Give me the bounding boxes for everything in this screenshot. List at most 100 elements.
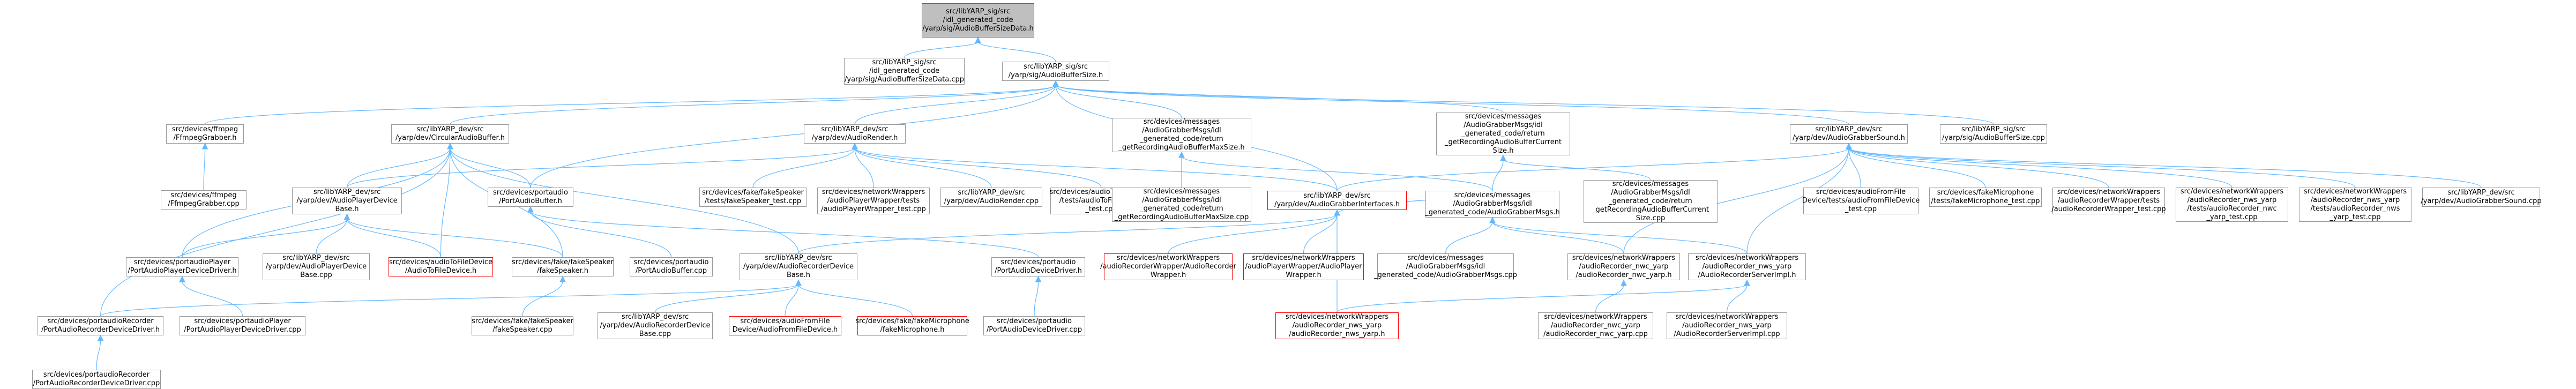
node-label-line: Size.cpp [1636, 214, 1666, 222]
graph-node[interactable]: src/libYARP_dev/src/yarp/dev/AudioRecord… [740, 253, 857, 280]
graph-node[interactable]: src/libYARP_dev/src/yarp/dev/AudioRender… [804, 124, 906, 144]
node-label-line: /yarp/dev/AudioPlayerDevice [265, 263, 367, 271]
graph-node[interactable]: src/devices/messages/AudioGrabberMsgs/id… [1112, 118, 1251, 152]
edge-n_grabif_h-to-n_render_h [854, 147, 1338, 191]
graph-node[interactable]: src/devices/messages/AudioGrabberMsgs/id… [1425, 191, 1560, 218]
node-label-line: src/devices/portaudio [1000, 258, 1076, 266]
edge-n_pa_buf_h-to-n_abs_h [530, 85, 1056, 188]
node-label-line: src/devices/fakeMicrophone [1937, 189, 2034, 197]
edge-arrowhead [852, 143, 858, 149]
edge-arrowhead [447, 143, 453, 149]
graph-node[interactable]: src/devices/networkWrappers/audioRecorde… [1538, 312, 1653, 339]
graph-node[interactable]: src/devices/networkWrappers/audioRecorde… [2051, 188, 2166, 214]
node-label-line: src/devices/networkWrappers [1252, 254, 1355, 262]
edge-n_playerdev_cpp-to-n_playerdev_h [316, 218, 348, 254]
edge-n_nwrec_test-to-n_grabsound_h [1848, 147, 2109, 188]
edge-n_aff_h-to-n_recdev_h [785, 284, 799, 317]
edge-n_nwsrv2_test-to-n_grabsound_h [1848, 147, 2356, 188]
graph-node[interactable]: src/libYARP_dev/src/yarp/dev/AudioGrabbe… [1267, 191, 1407, 210]
graph-node[interactable]: src/devices/messages/AudioGrabberMsgs/id… [1436, 113, 1570, 155]
graph-node[interactable]: src/libYARP_sig/src/yarp/sig/AudioBuffer… [1002, 62, 1109, 81]
edge-n_affd_test-to-n_grabsound_h [1848, 147, 1862, 188]
graph-node[interactable]: src/devices/networkWrappers/audioRecorde… [1100, 253, 1236, 280]
graph-node[interactable]: src/devices/ffmpeg/FfmpegGrabber.h [166, 124, 244, 144]
graph-node[interactable]: src/devices/portaudioRecorder/PortAudioR… [32, 370, 161, 389]
graph-node[interactable]: src/devices/fake/fakeSpeaker/fakeSpeaker… [472, 316, 573, 335]
node-label-line: /yarp/dev/AudioPlayerDevice [296, 197, 398, 205]
graph-node[interactable]: src/libYARP_dev/src/yarp/dev/AudioPlayer… [263, 253, 370, 280]
edge-arrowhead [1846, 143, 1852, 149]
edge-arrowhead [1334, 209, 1340, 216]
edge-n_srvimpl_h-to-n_grabsound_h [1746, 147, 1849, 254]
graph-node[interactable]: src/devices/ffmpeg/FfmpegGrabber.cpp [161, 190, 247, 210]
node-label-line: /yarp/dev/AudioGrabberSound.cpp [2421, 197, 2542, 205]
graph-node[interactable]: src/libYARP_sig/src/yarp/sig/AudioBuffer… [1940, 124, 2047, 144]
edge-n_playerdev_h-to-n_circ_h [346, 147, 451, 188]
graph-node[interactable]: src/devices/fake/fakeSpeaker/tests/fakeS… [699, 188, 807, 207]
graph-node[interactable]: src/libYARP_sig/src/idl_generated_code/y… [844, 58, 965, 85]
node-label-line: _getRecordingAudioBufferMaxSize.h [1118, 144, 1245, 152]
node-label-line: /tests/audioRecorder_nwc [2187, 205, 2277, 213]
graph-node[interactable]: src/libYARP_dev/src/yarp/dev/AudioRecord… [598, 312, 713, 339]
graph-node[interactable]: src/devices/fakeMicrophone/tests/fakeMic… [1929, 188, 2042, 207]
graph-node[interactable]: src/devices/networkWrappers/audioRecorde… [2299, 188, 2411, 222]
edge-arrowhead [1621, 279, 1627, 286]
graph-node[interactable]: src/libYARP_dev/src/yarp/dev/AudioGrabbe… [1790, 124, 1908, 144]
graph-node[interactable]: src/devices/messages/AudioGrabberMsgs/id… [1374, 253, 1517, 280]
node-label-line: /AudioGrabberMsgs/idl [1611, 189, 1690, 197]
graph-node[interactable]: src/libYARP_dev/src/yarp/dev/AudioRender… [940, 188, 1042, 207]
node-label-line: src/libYARP_sig/src [872, 58, 937, 66]
node-label-line: /PortAudioRecorderDeviceDriver.h [41, 326, 160, 334]
edge-n_fakemic_test-to-n_grabsound_h [1848, 147, 1986, 188]
node-label-line: /audioRecorder_nwc_yarp.cpp [1543, 330, 1648, 338]
graph-node[interactable]: src/devices/audioToFileDevice/AudioToFil… [389, 257, 493, 276]
node-label-line: _test.cpp [1845, 205, 1877, 213]
graph-node[interactable]: src/devices/portaudio/PortAudioBuffer.cp… [630, 257, 713, 276]
edge-n_paplayer_h-to-n_playerdev_h [182, 218, 348, 258]
node-label-line: /audioRecorder_nwc_yarp [1551, 321, 1640, 330]
graph-node[interactable]: src/devices/portaudio/PortAudioBuffer.h [488, 188, 573, 207]
node-label-line: /yarp/dev/AudioGrabberSound.h [1793, 134, 1905, 142]
graph-node[interactable]: src/devices/networkWrappers/audioPlayerW… [817, 188, 930, 214]
node-label-line: /PortAudioBuffer.cpp [635, 267, 707, 275]
graph-node[interactable]: src/devices/fake/fakeMicrophone/fakeMicr… [855, 316, 969, 335]
node-label-line: /fakeMicrophone.h [880, 326, 945, 334]
graph-node[interactable]: src/devices/portaudio/PortAudioDeviceDri… [991, 257, 1085, 276]
node-label-line: /audioRecorder_nws_yarp [1682, 321, 1772, 330]
edge-n_fakespk_test-to-n_render_h [752, 147, 855, 188]
graph-node[interactable]: src/libYARP_dev/src/yarp/dev/AudioPlayer… [292, 188, 402, 214]
graph-node[interactable]: src/devices/portaudioPlayer/PortAudioPla… [180, 316, 305, 335]
graph-node[interactable]: src/devices/networkWrappers/audioRecorde… [2176, 188, 2288, 222]
node-label-line: src/devices/portaudioPlayer [133, 258, 231, 266]
graph-root-node: src/libYARP_sig/src/idl_generated_code/y… [922, 3, 1034, 38]
node-label-line: src/libYARP_dev/src [765, 254, 832, 262]
graph-node[interactable]: src/devices/networkWrappers/audioRecorde… [1667, 312, 1787, 339]
node-label-line: Device/tests/audioFromFileDevice [1802, 197, 1920, 205]
node-label-line: src/devices/networkWrappers [1544, 313, 1647, 321]
graph-node[interactable]: src/devices/portaudioRecorder/PortAudioR… [38, 316, 163, 335]
graph-node[interactable]: src/libYARP_dev/src/yarp/dev/AudioGrabbe… [2421, 188, 2542, 207]
node-label-line: /PortAudioBuffer.h [499, 197, 562, 205]
node-label-line: /yarp/sig/AudioBufferSize.cpp [1942, 134, 2045, 142]
graph-node[interactable]: src/devices/networkWrappers/audioRecorde… [1567, 253, 1680, 280]
node-label-line: /tests/fakeMicrophone_test.cpp [1931, 197, 2040, 205]
graph-node[interactable]: src/devices/networkWrappers/audioRecorde… [1275, 312, 1399, 339]
graph-node[interactable]: src/devices/messages/AudioGrabberMsgs/id… [1112, 188, 1251, 222]
graph-node[interactable]: src/libYARP_dev/src/yarp/dev/CircularAud… [391, 124, 509, 144]
graph-node[interactable]: src/devices/networkWrappers/audioPlayerW… [1243, 253, 1364, 280]
graph-node[interactable]: src/devices/fake/fakeSpeaker/fakeSpeaker… [512, 257, 614, 276]
node-label-line: src/devices/networkWrappers [1675, 313, 1779, 321]
node-label-line: _test.cpp [1085, 205, 1117, 213]
graph-node[interactable]: src/devices/messages/AudioGrabberMsgs/id… [1584, 180, 1718, 223]
node-label-line: /AudioGrabberMsgs/idl [1142, 196, 1221, 204]
node-label-line: _getRecordingAudioBufferCurrent [1444, 138, 1562, 146]
node-label-line: src/libYARP_dev/src [621, 313, 689, 321]
graph-node[interactable]: src/devices/portaudio/PortAudioDeviceDri… [983, 316, 1085, 335]
node-label-line: Base.cpp [300, 271, 332, 279]
graph-node[interactable]: src/devices/portaudioPlayer/PortAudioPla… [126, 257, 238, 276]
graph-node[interactable]: src/devices/networkWrappers/audioRecorde… [1688, 253, 1806, 280]
